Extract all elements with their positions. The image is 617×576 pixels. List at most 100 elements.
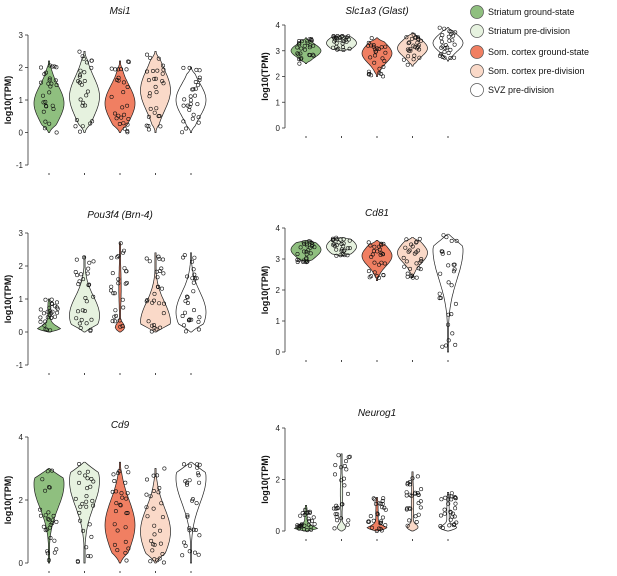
data-point	[118, 503, 123, 508]
data-point	[450, 38, 455, 43]
violin-striatum-ground-state	[33, 468, 65, 564]
data-point	[416, 35, 421, 40]
data-point	[417, 47, 422, 52]
data-point	[453, 30, 458, 35]
data-point	[380, 515, 385, 520]
data-point	[338, 35, 343, 40]
data-point	[440, 33, 445, 38]
data-point	[50, 103, 55, 108]
data-point	[442, 507, 447, 512]
data-point	[406, 41, 411, 46]
data-point	[152, 298, 157, 303]
data-point	[336, 240, 341, 245]
data-point	[345, 491, 350, 496]
data-point	[155, 275, 160, 280]
data-point	[378, 521, 383, 526]
data-point	[452, 262, 457, 267]
data-point	[122, 112, 127, 117]
data-point	[91, 503, 96, 508]
data-point	[335, 512, 340, 517]
data-point	[449, 497, 454, 502]
data-point	[345, 522, 350, 527]
data-point	[453, 495, 458, 500]
data-point	[346, 34, 351, 39]
data-point	[439, 45, 444, 50]
data-point	[331, 33, 336, 38]
data-point	[126, 470, 131, 475]
data-point	[453, 342, 458, 347]
y-tick-label: 0	[276, 348, 281, 357]
data-point	[49, 301, 54, 306]
data-point	[52, 64, 57, 69]
data-point	[197, 78, 202, 83]
data-point	[377, 66, 382, 71]
data-point	[185, 295, 190, 300]
data-point	[73, 496, 78, 501]
data-point	[122, 266, 127, 271]
data-point	[125, 510, 130, 515]
violin-som-cortex-pre-division	[140, 50, 171, 133]
data-point	[307, 45, 312, 50]
data-point	[342, 463, 347, 468]
data-point	[307, 53, 312, 58]
data-point	[159, 266, 164, 271]
data-point	[295, 259, 300, 264]
data-point	[38, 507, 43, 512]
data-point	[113, 509, 118, 514]
data-point	[157, 301, 162, 306]
data-point	[49, 315, 54, 320]
data-point	[87, 260, 92, 265]
violin-som-cortex-ground-state	[104, 461, 136, 564]
data-point	[439, 249, 444, 254]
data-point	[197, 75, 202, 80]
data-point	[52, 538, 57, 543]
panel-title: Neurog1	[358, 408, 396, 419]
data-point	[298, 523, 303, 528]
data-point	[295, 252, 300, 257]
legend-label: SVZ pre-division	[488, 85, 554, 95]
data-point	[372, 260, 377, 265]
data-point	[38, 319, 43, 324]
data-point	[118, 502, 123, 507]
violin-svz-pre-division	[175, 461, 207, 564]
data-point	[46, 517, 51, 522]
data-point	[145, 477, 150, 482]
data-point	[146, 78, 151, 83]
data-point	[152, 110, 157, 115]
data-point	[437, 291, 442, 296]
data-point	[189, 317, 194, 322]
data-point	[416, 266, 421, 271]
data-point	[438, 271, 443, 276]
data-point	[47, 485, 52, 490]
data-point	[372, 53, 377, 58]
data-point	[155, 284, 160, 289]
data-point	[187, 478, 192, 483]
data-point	[440, 44, 445, 49]
data-point	[453, 501, 458, 506]
data-point	[414, 261, 419, 266]
data-point	[305, 40, 310, 45]
data-point	[109, 255, 114, 260]
data-point	[197, 462, 202, 467]
data-point	[182, 540, 187, 545]
data-point	[446, 263, 451, 268]
legend-swatch	[470, 45, 484, 59]
data-point	[414, 250, 419, 255]
data-point	[308, 251, 313, 256]
data-point	[344, 467, 349, 472]
data-point	[157, 485, 162, 490]
data-point	[311, 43, 316, 48]
violin-som-cortex-pre-division	[140, 468, 171, 564]
data-point	[82, 70, 87, 75]
data-point	[157, 256, 162, 261]
data-point	[379, 243, 384, 248]
data-point	[449, 491, 454, 496]
data-point	[112, 522, 117, 527]
data-point	[126, 59, 131, 64]
data-point	[91, 479, 96, 484]
y-axis-label: log10(TPM)	[260, 455, 270, 504]
data-point	[299, 39, 304, 44]
data-point	[301, 258, 306, 263]
data-point	[80, 124, 85, 129]
